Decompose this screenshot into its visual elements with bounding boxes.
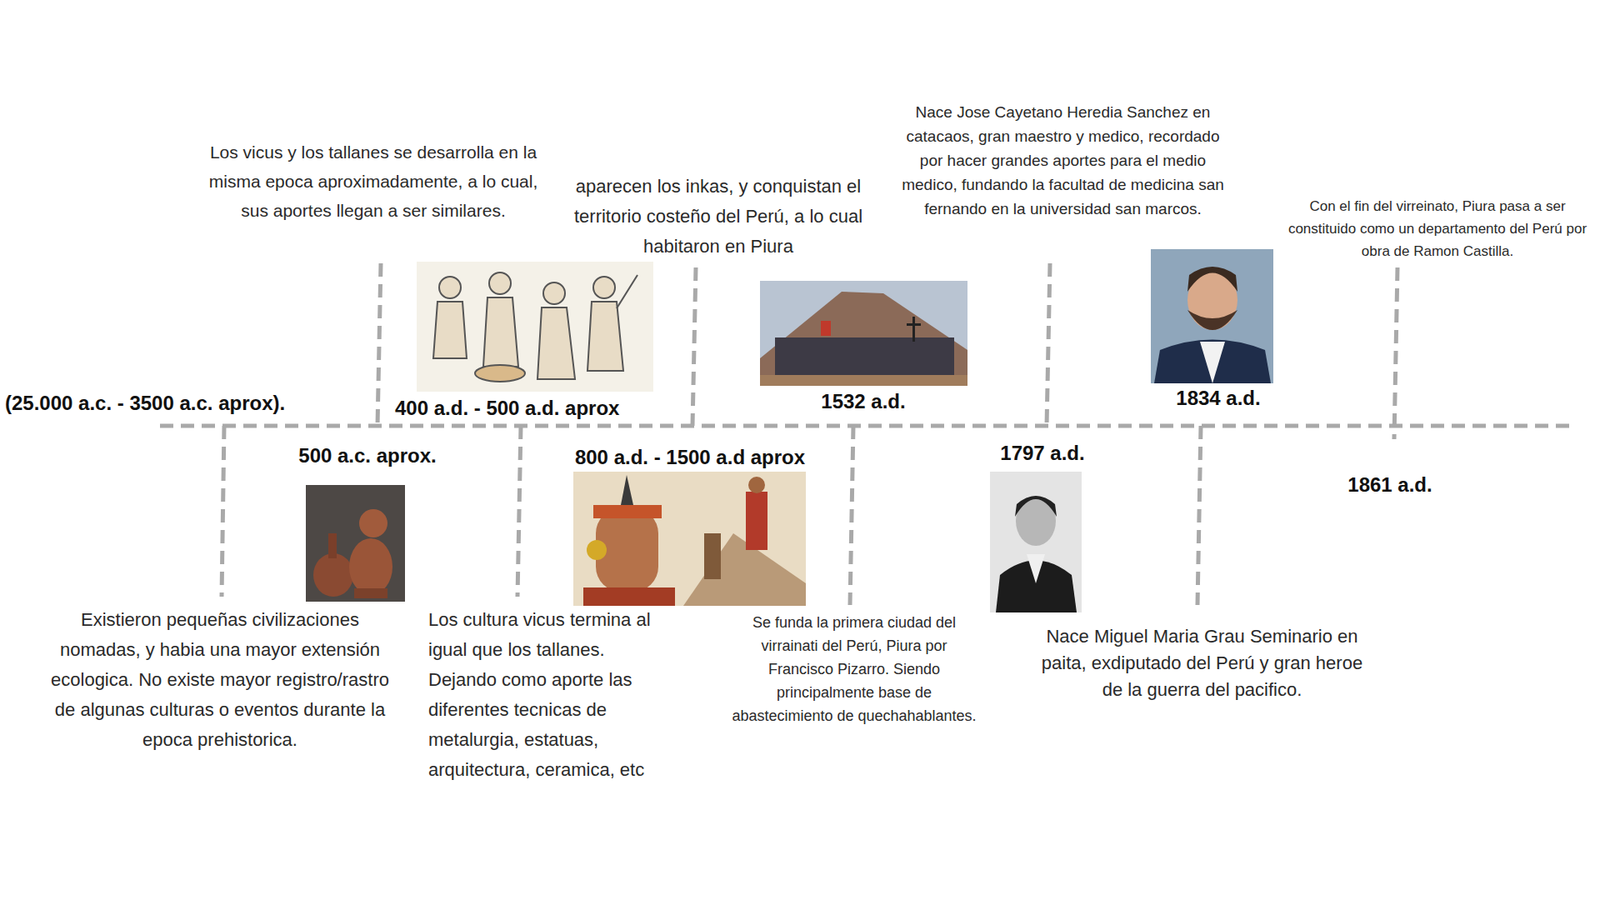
date-label: 500 a.c. aprox. <box>284 444 451 468</box>
tick-line <box>692 267 696 426</box>
tick-line <box>377 263 381 426</box>
portrait-hair <box>1187 266 1238 292</box>
portrait-face <box>1015 495 1056 546</box>
inka-earring <box>586 540 607 560</box>
warrior-head <box>748 476 765 494</box>
event-text: aparecen los inkas, y conquistan el terr… <box>543 171 894 262</box>
pot-figure <box>349 538 393 595</box>
pot-head <box>359 509 388 538</box>
main-line <box>160 424 1572 429</box>
warrior-figure <box>745 491 768 550</box>
photo-ground <box>305 485 405 602</box>
sketch-body <box>537 307 575 380</box>
event-text: Los cultura vicus termina al igual que l… <box>428 605 662 785</box>
volcano-shape <box>760 291 968 386</box>
sketch-head <box>593 276 615 299</box>
sketch-figures <box>433 272 638 382</box>
sketch-picture <box>416 261 654 392</box>
portrait-shirt <box>1200 341 1225 384</box>
date-label: (25.000 a.c. - 3500 a.c. aprox). <box>5 391 372 415</box>
event-text: Nace Miguel Maria Grau Seminario en pait… <box>1037 623 1367 704</box>
portrait-body <box>1154 340 1271 385</box>
inka-headband <box>593 505 662 519</box>
sketch-head <box>543 282 565 305</box>
tick-line <box>221 425 225 597</box>
date-label: 1532 a.d. <box>796 390 930 414</box>
photo-ground <box>1150 249 1274 384</box>
date-label: 1834 a.d. <box>1155 386 1281 410</box>
pot-neck <box>328 533 337 559</box>
portrait-collar <box>1026 554 1045 584</box>
tick-line <box>850 425 854 605</box>
date-label: 1797 a.d. <box>980 441 1105 465</box>
sketch-body <box>433 301 467 359</box>
inka-body <box>583 587 675 606</box>
date-label: 1861 a.d. <box>1327 473 1453 497</box>
tick-line <box>1394 267 1398 440</box>
sky <box>760 280 968 386</box>
event-text: Existieron pequeñas civilizaciones nomad… <box>45 605 395 755</box>
portrait-beard <box>1187 310 1238 330</box>
event-text: Con el fin del virreinato, Piura pasa a … <box>1281 195 1594 263</box>
photo-ground <box>573 471 806 606</box>
sketch-basket <box>475 365 525 382</box>
tick-line <box>1197 425 1201 605</box>
tick-line <box>517 425 521 597</box>
event-text: Nace Jose Cayetano Heredia Sanchez en ca… <box>894 100 1232 221</box>
sketch-head <box>439 276 461 299</box>
inka-picture <box>573 471 806 606</box>
mountain-shape <box>683 533 806 606</box>
inka-feather <box>620 475 634 505</box>
event-text: Los vicus y los tallanes se desarrolla e… <box>206 137 540 225</box>
tick-line <box>1046 263 1050 426</box>
warrior-figure <box>704 533 721 580</box>
cross <box>912 316 915 342</box>
sketch-arm <box>616 275 638 309</box>
pot-body <box>313 553 354 597</box>
timeline-axis <box>160 263 1572 605</box>
pottery-picture <box>305 485 405 602</box>
grau-portrait <box>1150 249 1274 384</box>
ground <box>760 375 968 386</box>
event-text: Se funda la primera ciudad del virrainat… <box>729 610 980 728</box>
sketch-body <box>587 301 624 371</box>
portrait-hair <box>1015 495 1057 517</box>
cross <box>906 323 921 326</box>
sketch-head <box>489 272 511 295</box>
founding-painting <box>760 280 968 386</box>
photo-ground <box>990 471 1082 613</box>
date-label: 800 a.d. - 1500 a.d aprox <box>540 445 840 470</box>
pot-legs <box>354 588 388 599</box>
crowd <box>775 337 955 380</box>
heredia-portrait <box>990 471 1082 613</box>
flag <box>820 320 831 336</box>
date-label: 400 a.d. - 500 a.d. aprox <box>395 396 687 420</box>
sketch-body <box>483 297 519 367</box>
photo-ground <box>416 261 654 392</box>
